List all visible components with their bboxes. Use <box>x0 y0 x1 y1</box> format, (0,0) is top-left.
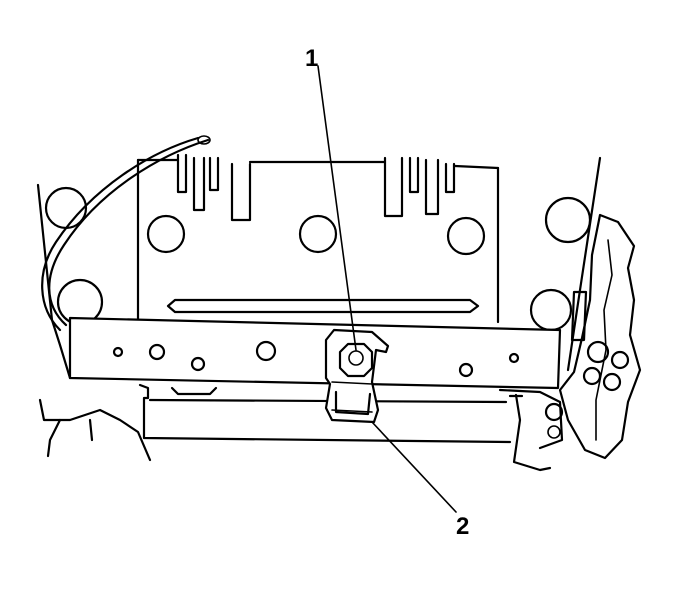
frame-hole <box>446 216 486 256</box>
frame-hole <box>146 214 186 254</box>
callout-1-leader <box>317 65 357 351</box>
bar-hole <box>148 343 166 361</box>
rail-hole <box>544 196 592 244</box>
retaining-nut <box>338 342 374 378</box>
callout-2-leader <box>371 421 457 513</box>
cross-bar <box>68 316 562 390</box>
frame-hole <box>298 214 338 254</box>
frame-tabs-right <box>383 156 456 218</box>
lower-track <box>38 383 552 472</box>
rail-hole <box>529 288 573 332</box>
callout-leaders <box>317 65 457 513</box>
seat-frame-plate <box>136 158 500 324</box>
callout-1-label: 1 <box>305 45 318 72</box>
bar-hole <box>190 356 206 372</box>
bar-hole <box>255 340 277 362</box>
frame-tabs-left <box>176 153 252 222</box>
callout-2-label: 2 <box>456 513 469 540</box>
recliner-mechanism <box>498 213 642 460</box>
bar-hole <box>458 362 474 378</box>
bar-hole <box>508 352 520 364</box>
wire-harness <box>41 135 211 332</box>
bar-hole <box>112 346 124 358</box>
